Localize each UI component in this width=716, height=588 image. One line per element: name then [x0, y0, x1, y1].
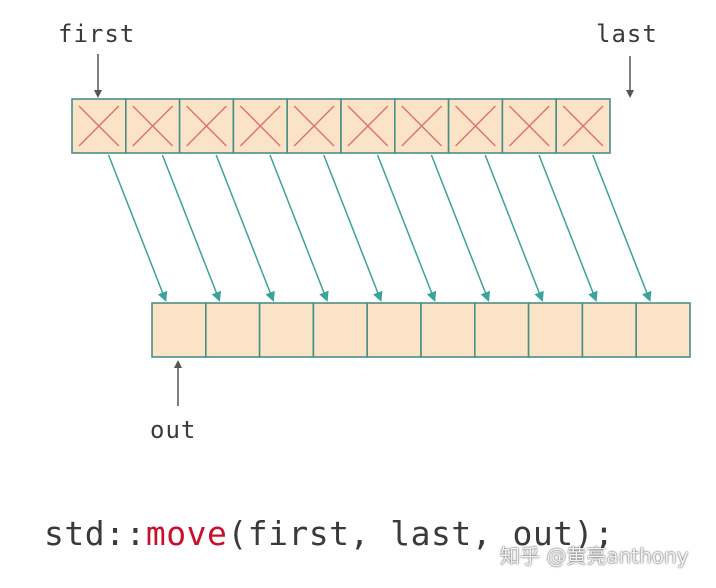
move-arrow — [592, 154, 652, 302]
source-cell — [71, 98, 127, 154]
source-cell — [286, 98, 342, 154]
move-arrow — [484, 154, 544, 302]
destination-cell — [205, 302, 261, 358]
move-arrow — [538, 154, 598, 302]
code-arguments: (first, last, out); — [227, 514, 615, 553]
source-cell — [340, 98, 396, 154]
move-arrow — [215, 154, 275, 302]
move-arrow — [269, 154, 329, 302]
move-arrow — [376, 154, 437, 302]
source-cell — [555, 98, 611, 154]
watermark: 知乎 @黄亮anthony — [500, 544, 689, 568]
out-label: out — [150, 416, 197, 444]
destination-array — [151, 302, 691, 358]
code-line: std::move(first, last, out); — [44, 514, 614, 553]
destination-cell — [635, 302, 691, 358]
source-cell — [447, 98, 504, 154]
source-cell — [501, 98, 557, 154]
destination-cell — [312, 302, 368, 358]
move-arrow — [323, 154, 383, 302]
move-arrow — [107, 154, 168, 302]
first-label: first — [58, 20, 136, 48]
destination-cell — [473, 302, 530, 358]
source-cell — [178, 98, 235, 154]
destination-cell — [420, 302, 476, 358]
destination-cell — [581, 302, 638, 358]
destination-cell — [258, 302, 315, 358]
code-function-name: move — [145, 514, 228, 553]
move-arrow — [430, 154, 490, 302]
code-namespace: std:: — [44, 514, 146, 553]
last-label: last — [596, 20, 658, 48]
source-cell — [232, 98, 288, 154]
destination-cell — [527, 302, 584, 358]
destination-cell — [151, 302, 207, 358]
source-cell — [125, 98, 181, 154]
move-arrow — [161, 154, 221, 302]
destination-cell — [366, 302, 422, 358]
move-arrows — [107, 154, 652, 302]
source-array — [71, 98, 611, 154]
source-cell — [393, 98, 450, 154]
